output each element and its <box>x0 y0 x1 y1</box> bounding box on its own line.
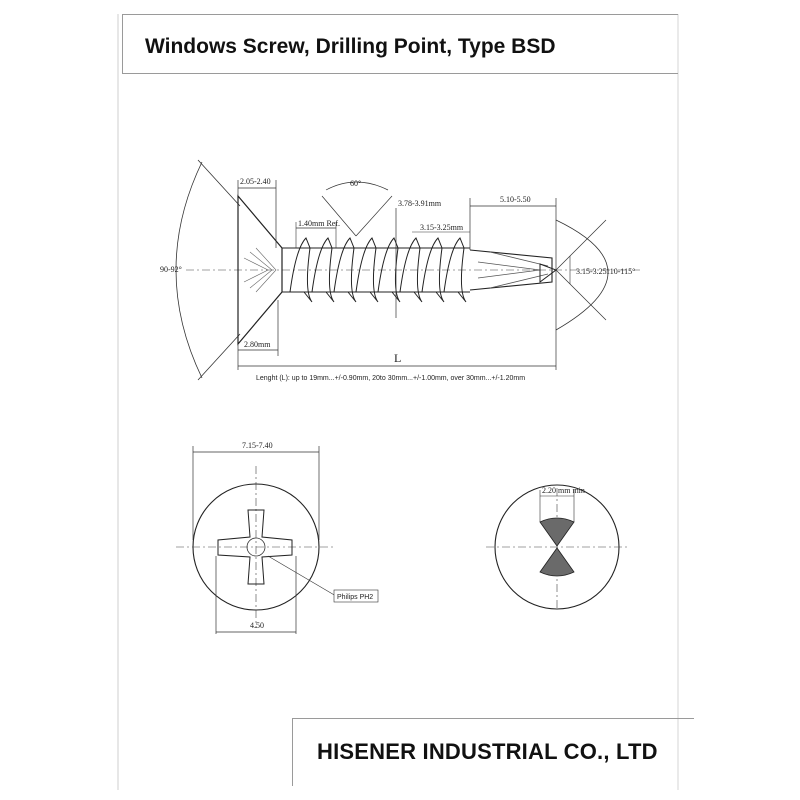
thread-crest <box>377 237 401 303</box>
phillips-recess <box>217 509 293 585</box>
thread-crest <box>443 237 467 303</box>
head-height-label: 2.80mm <box>244 340 271 349</box>
point-angle-label: 110-115° <box>606 267 635 276</box>
flute-lower <box>539 547 575 577</box>
thread-crest <box>311 237 335 303</box>
inner-diameter-label: 3.15-3.25mm <box>420 223 464 232</box>
recess-width-label: 4.50 <box>250 621 264 630</box>
drill-diameter-label: 3.15-3.25 <box>576 267 607 276</box>
thread-crest <box>355 237 379 303</box>
countersink-angle-label: 60° <box>350 179 361 188</box>
length-symbol: L <box>394 351 401 365</box>
thread-crest <box>399 237 423 303</box>
web-width-label: 2.20 mm min <box>542 486 585 495</box>
thread-crest <box>289 237 313 303</box>
screw-threads <box>289 237 467 303</box>
thread-crest <box>421 237 445 303</box>
drill-length-label: 5.10-5.50 <box>500 195 531 204</box>
title-box: Windows Screw, Drilling Point, Type BSD <box>122 14 678 74</box>
head-angle-arc <box>175 161 203 379</box>
company-box: HISENER INDUSTRIAL CO., LTD <box>292 718 694 786</box>
drawing-title: Windows Screw, Drilling Point, Type BSD <box>145 35 556 58</box>
flute-upper <box>539 517 575 547</box>
length-tolerance-note: Lenght (L): up to 19mm...+/-0.90mm, 20to… <box>256 375 525 382</box>
outer-diameter-label: 3.78-3.91mm <box>398 199 442 208</box>
head-width-label: 2.05-2.40 <box>240 177 271 186</box>
company-name: HISENER INDUSTRIAL CO., LTD <box>317 739 658 764</box>
thread-pitch-label: 1.40mm Ref. <box>298 219 340 228</box>
head-angle-label: 90-92° <box>160 265 182 274</box>
head-diameter-label: 7.15-7.40 <box>242 441 273 450</box>
recess-label: Philips PH2 <box>337 594 373 601</box>
thread-crest <box>333 237 357 303</box>
drill-point <box>469 249 553 291</box>
point-angle-arc <box>555 219 609 331</box>
